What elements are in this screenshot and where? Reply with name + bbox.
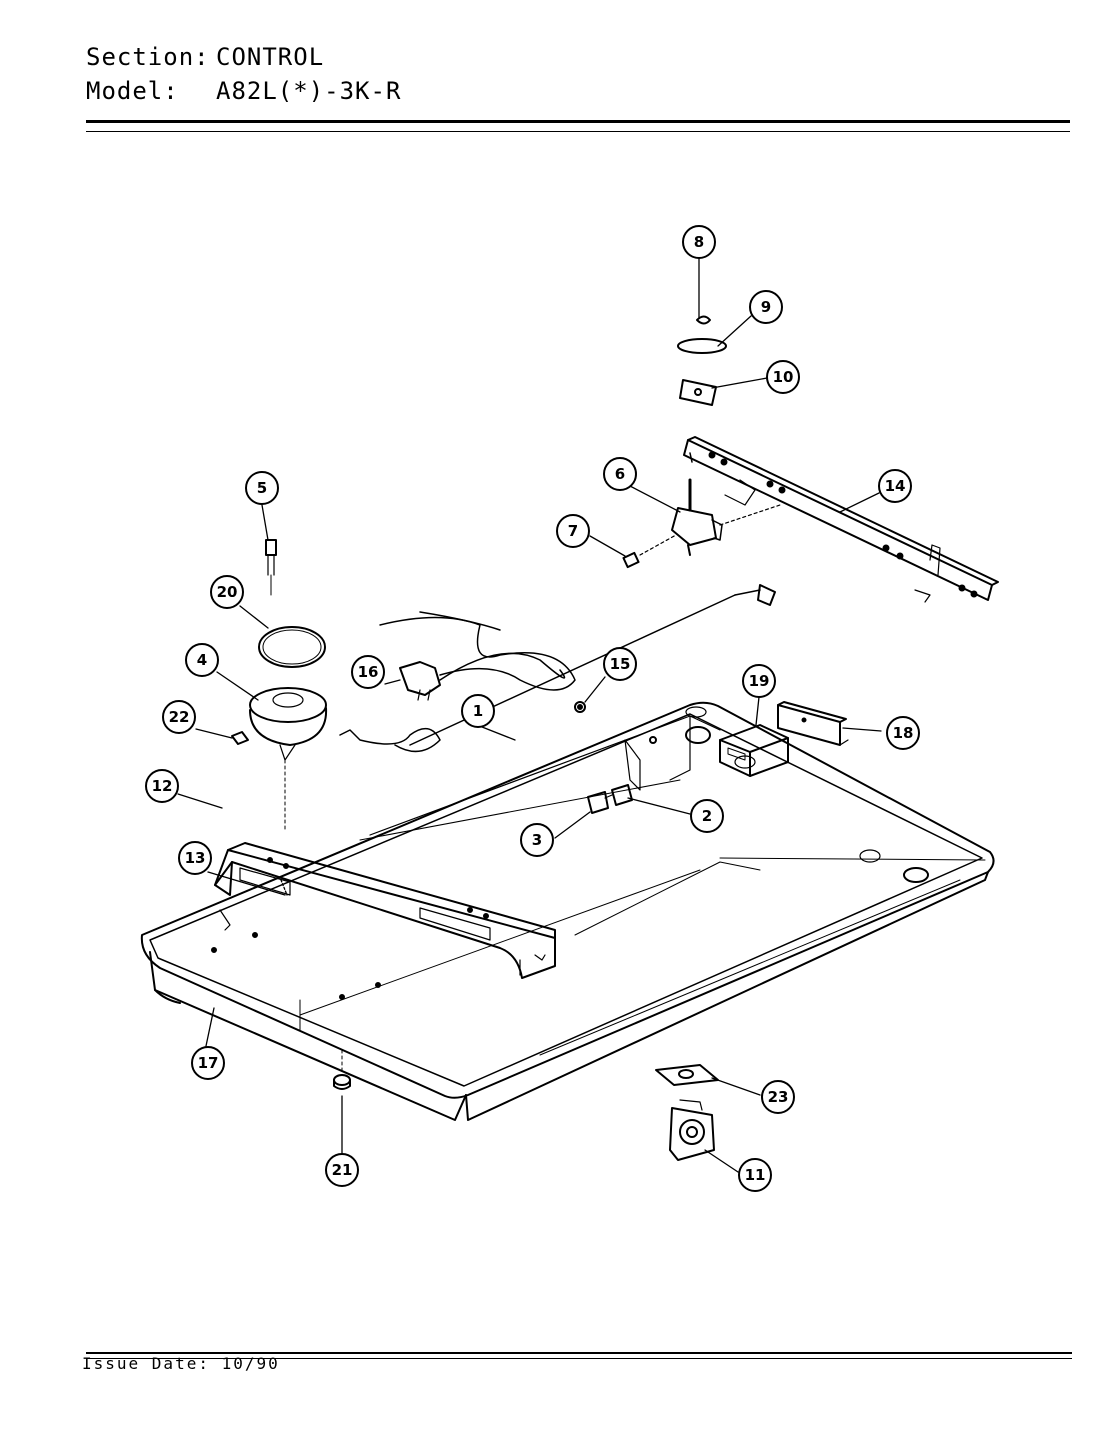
callout-number: 18 — [893, 724, 914, 742]
page-header: Section:CONTROL Model: A82L(*)-3K-R — [86, 40, 401, 108]
cord-and-tube — [339, 584, 776, 753]
callout-5: 5 — [245, 471, 279, 505]
manifold-bracket — [214, 842, 556, 979]
section-value: CONTROL — [216, 43, 325, 71]
callout-circle — [556, 514, 590, 548]
callout-circle — [886, 716, 920, 750]
model-line: Model: A82L(*)-3K-R — [86, 74, 401, 108]
issue-date-label: Issue Date: — [82, 1354, 210, 1373]
callout-circle — [325, 1153, 359, 1187]
callout-11: 11 — [738, 1158, 772, 1192]
footer-rule-thin — [86, 1358, 1072, 1359]
model-label: Model: — [86, 77, 179, 105]
callout-circle — [742, 664, 776, 698]
callout-circle — [749, 290, 783, 324]
callout-number: 6 — [615, 465, 625, 483]
callout-circle — [738, 1158, 772, 1192]
callout-number: 4 — [197, 651, 207, 669]
callout-14: 14 — [878, 469, 912, 503]
callout-circle — [878, 469, 912, 503]
callout-circle — [351, 655, 385, 689]
callout-number: 12 — [152, 777, 173, 795]
callout-number: 10 — [773, 368, 794, 386]
callout-16: 16 — [351, 655, 385, 689]
callout-circle — [520, 823, 554, 857]
section-line: Section:CONTROL — [86, 40, 401, 74]
left-components — [231, 539, 328, 831]
callout-13: 13 — [178, 841, 212, 875]
issue-date: Issue Date: 10/90 — [82, 1354, 280, 1373]
callout-circle — [185, 643, 219, 677]
callout-number: 23 — [768, 1088, 789, 1106]
callout-circle — [690, 799, 724, 833]
callout-number: 7 — [568, 522, 578, 540]
callout-circle — [145, 769, 179, 803]
callout-number: 16 — [358, 663, 379, 681]
footer-rule-thick — [86, 1352, 1072, 1354]
callout-19: 19 — [742, 664, 776, 698]
callout-6: 6 — [603, 457, 637, 491]
callout-number: 5 — [257, 479, 267, 497]
callout-circle — [603, 647, 637, 681]
callout-20: 20 — [210, 575, 244, 609]
callout-number: 14 — [885, 477, 906, 495]
callout-number: 17 — [198, 1054, 219, 1072]
callout-number: 22 — [169, 708, 190, 726]
callout-12: 12 — [145, 769, 179, 803]
callout-circle — [210, 575, 244, 609]
callout-4: 4 — [185, 643, 219, 677]
callout-number: 13 — [185, 849, 206, 867]
callout-number: 11 — [745, 1166, 766, 1184]
callout-7: 7 — [556, 514, 590, 548]
callout-circle — [761, 1080, 795, 1114]
callout-9: 9 — [749, 290, 783, 324]
callout-number: 20 — [217, 583, 238, 601]
callout-1: 1 — [461, 694, 495, 728]
base-tray — [140, 701, 995, 1121]
lower-parts — [333, 1049, 719, 1161]
callout-number: 8 — [694, 233, 704, 251]
callout-circle — [245, 471, 279, 505]
callout-3: 3 — [520, 823, 554, 857]
valve-assembly — [622, 315, 781, 569]
callout-8: 8 — [682, 225, 716, 259]
header-rule-thick — [86, 120, 1070, 123]
callout-15: 15 — [603, 647, 637, 681]
callout-17: 17 — [191, 1046, 225, 1080]
callout-21: 21 — [325, 1153, 359, 1187]
callout-2: 2 — [690, 799, 724, 833]
manifold-pipe — [683, 436, 999, 603]
callout-18: 18 — [886, 716, 920, 750]
callout-number: 9 — [761, 298, 771, 316]
issue-date-value: 10/90 — [221, 1354, 280, 1373]
callout-circle — [766, 360, 800, 394]
callout-23: 23 — [761, 1080, 795, 1114]
header-rule-thin — [86, 131, 1070, 132]
callout-circle — [603, 457, 637, 491]
callout-circle — [682, 225, 716, 259]
callout-number: 2 — [702, 807, 712, 825]
leader-lines — [177, 257, 882, 1173]
callout-circle — [461, 694, 495, 728]
section-label: Section: — [86, 43, 210, 71]
callout-number: 1 — [473, 702, 483, 720]
switch-parts — [587, 784, 633, 814]
callout-circle — [178, 841, 212, 875]
callout-number: 19 — [749, 672, 770, 690]
callout-circle — [162, 700, 196, 734]
callout-circle — [191, 1046, 225, 1080]
callout-number: 15 — [610, 655, 631, 673]
callout-22: 22 — [162, 700, 196, 734]
callout-number: 3 — [532, 831, 542, 849]
callout-10: 10 — [766, 360, 800, 394]
callout-number: 21 — [332, 1161, 353, 1179]
model-value: A82L(*)-3K-R — [216, 77, 402, 105]
orifice-block — [719, 701, 849, 777]
